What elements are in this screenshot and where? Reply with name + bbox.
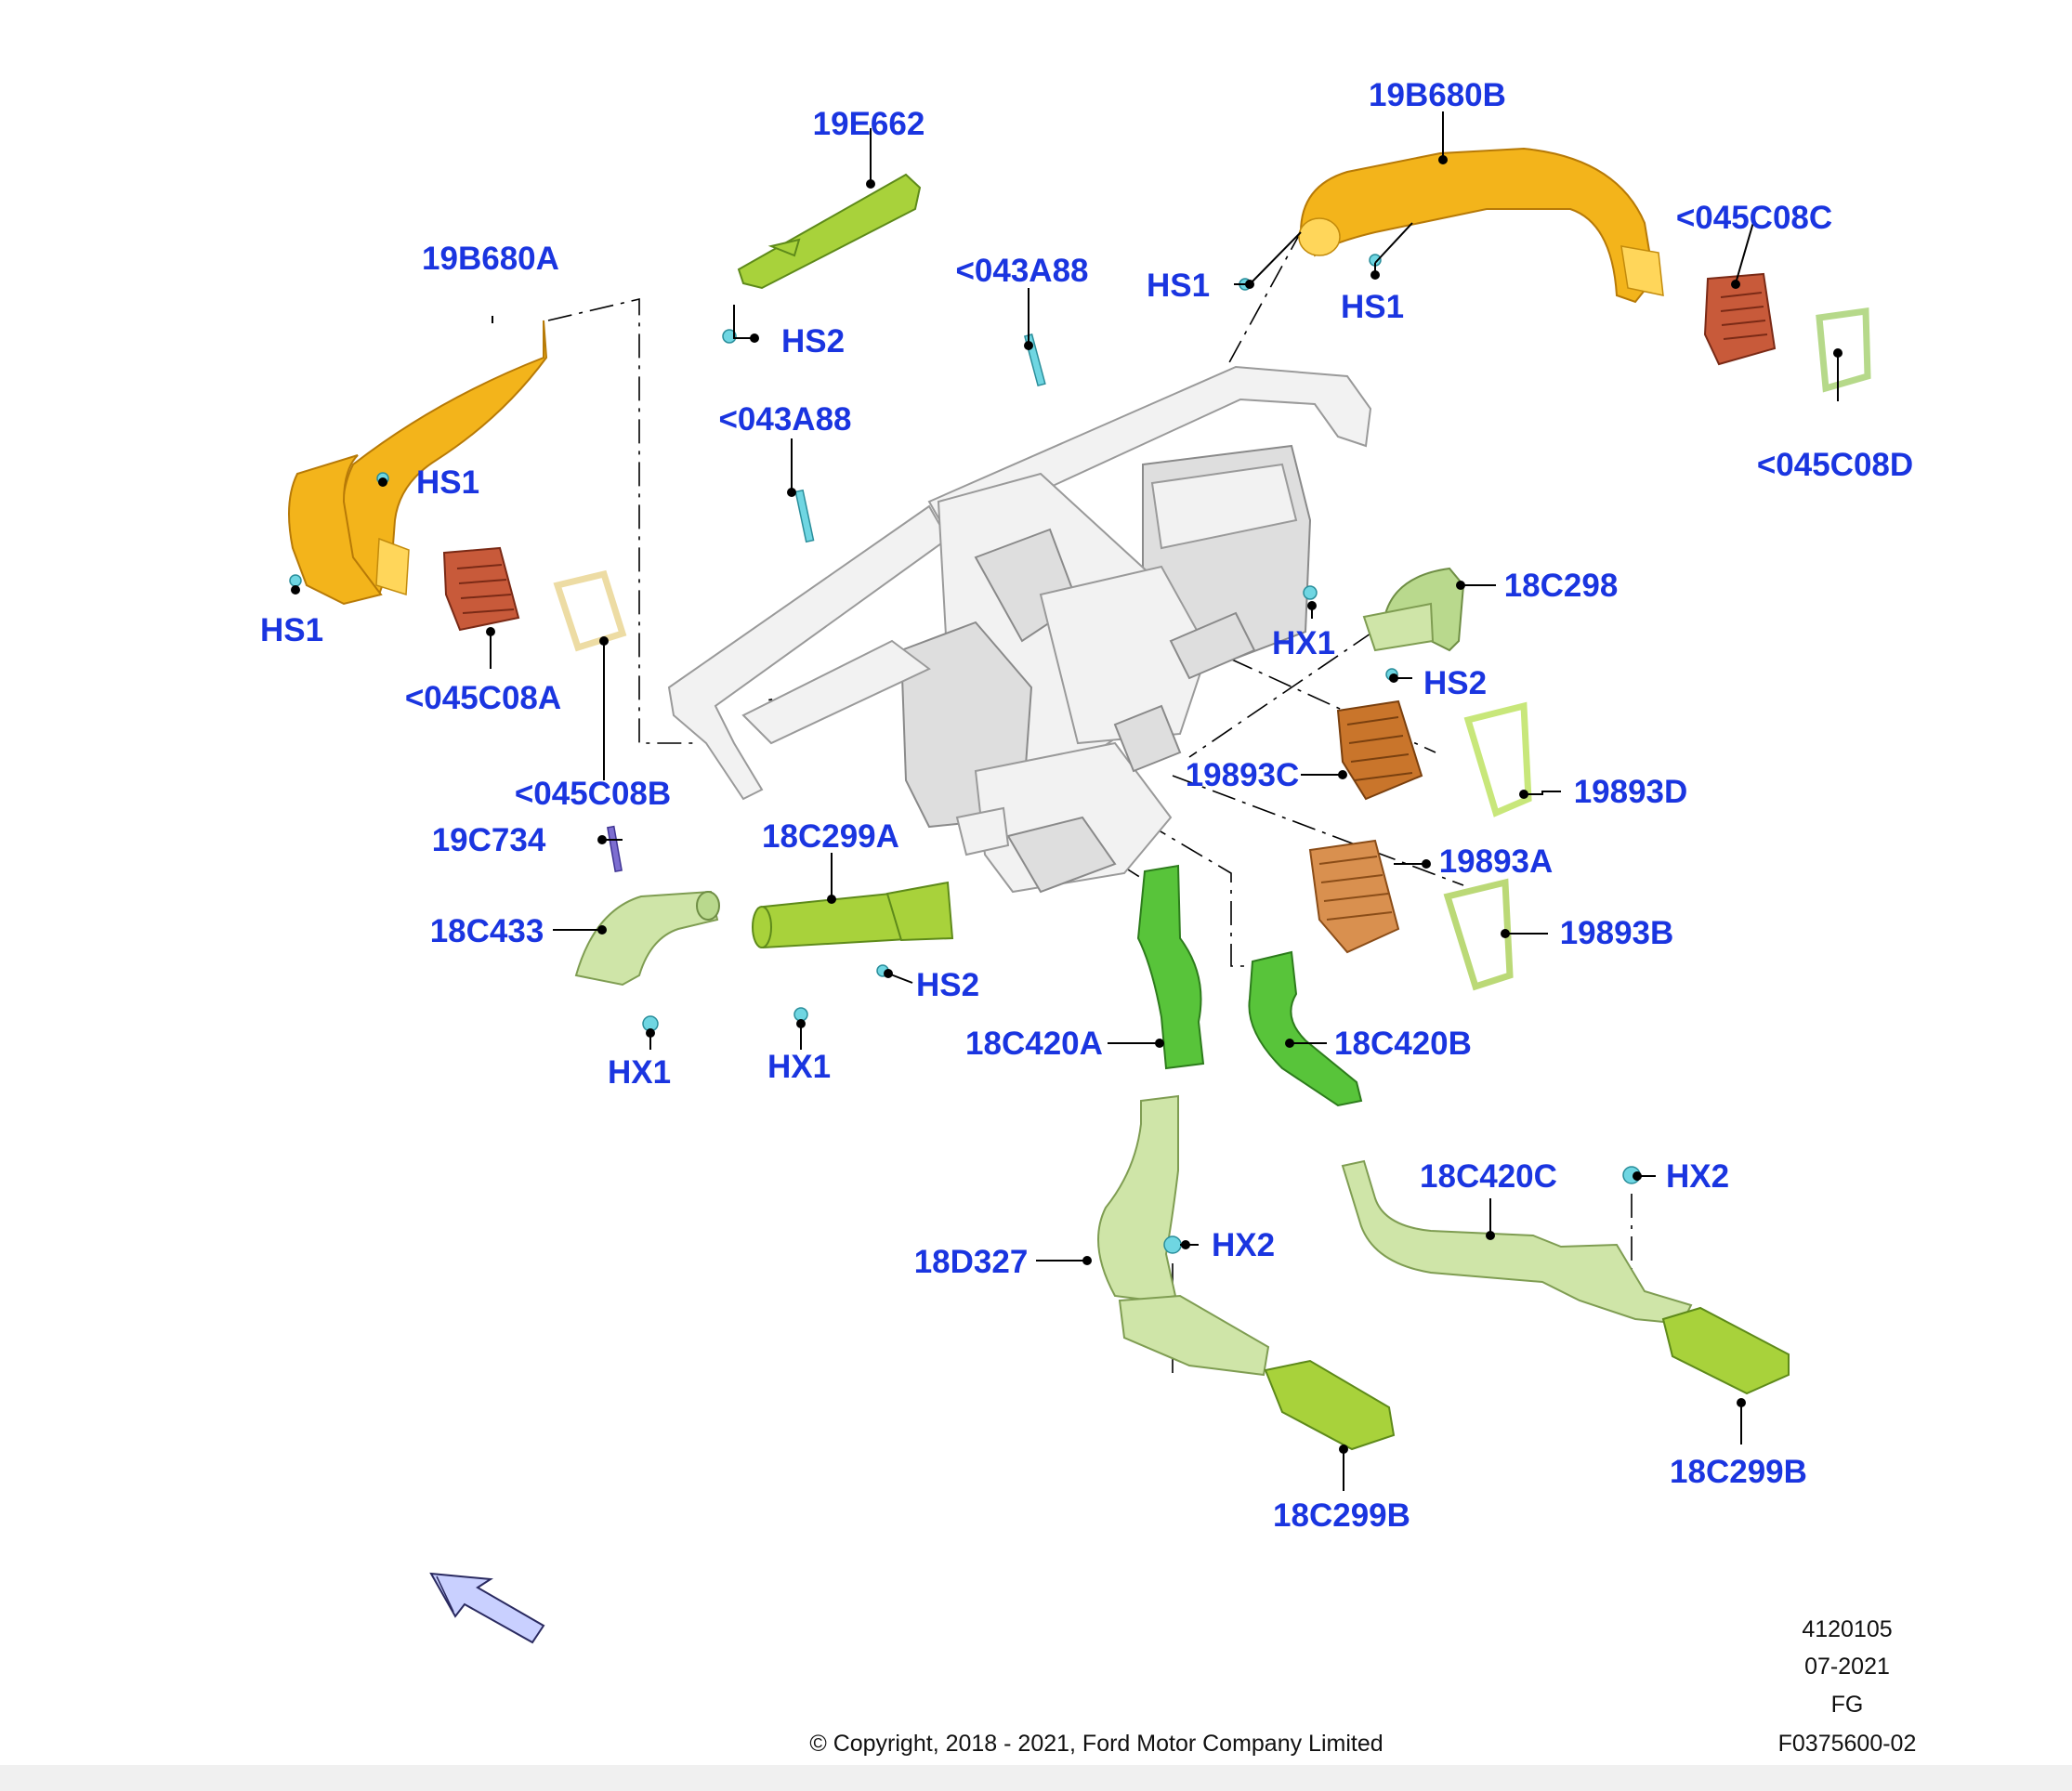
part-19893C-vent	[1336, 699, 1423, 801]
part-18C298	[1362, 567, 1465, 652]
part-18D327	[1097, 1094, 1270, 1377]
figure-number: F0375600-02	[1778, 1731, 1917, 1757]
part-18C433	[574, 890, 720, 987]
part-labels: 19E662 19B680B <045C08C <045C08D 19B680A…	[260, 77, 1913, 1534]
label-18C420B: 18C420B	[1334, 1026, 1472, 1062]
label-18C299B-left: 18C299B	[1273, 1497, 1410, 1534]
footer: © Copyright, 2018 - 2021, Ford Motor Com…	[809, 1616, 1916, 1757]
vehicle-forward-arrow-icon	[429, 1572, 545, 1644]
label-HX1-right: HX1	[1272, 625, 1335, 661]
catalog-code: 4120105	[1802, 1616, 1892, 1642]
bottom-bar	[0, 1765, 2072, 1791]
screw-icon	[794, 489, 815, 543]
label-HS1-top-b: HS1	[1341, 289, 1404, 325]
label-HS1-left-b: HS1	[260, 612, 323, 648]
label-045C08B: <045C08B	[515, 776, 671, 812]
label-HX2-mid: HX2	[1212, 1227, 1275, 1263]
label-HX1-low-a: HX1	[608, 1054, 671, 1091]
part-18C299A	[752, 881, 954, 949]
label-18C298: 18C298	[1504, 568, 1619, 604]
part-045C08C-vent	[1703, 272, 1777, 366]
part-19B680B	[1298, 147, 1664, 304]
part-19B680A	[288, 320, 548, 606]
label-HX1-low-b: HX1	[767, 1049, 831, 1085]
clip-icon	[1163, 1235, 1182, 1254]
label-HS1-top-a: HS1	[1147, 268, 1210, 304]
hvac-dash-assembly	[667, 365, 1372, 894]
label-045C08A: <045C08A	[405, 680, 561, 716]
label-043A88-top: <043A88	[955, 253, 1088, 289]
label-HS2-low: HS2	[916, 967, 979, 1003]
clip-icon	[289, 574, 302, 587]
part-19893A-vent	[1308, 839, 1400, 954]
part-045C08A-vent	[442, 546, 520, 632]
clip-icon	[722, 329, 737, 344]
label-18C420C: 18C420C	[1420, 1158, 1557, 1195]
part-18C299B-left	[1264, 1359, 1396, 1451]
label-19893C: 19893C	[1186, 757, 1300, 793]
label-19893D: 19893D	[1574, 774, 1688, 810]
label-18C299A: 18C299A	[762, 818, 899, 855]
label-HS2-right: HS2	[1423, 665, 1487, 701]
part-19893D-bezel	[1463, 701, 1532, 817]
label-19B680B: 19B680B	[1369, 77, 1506, 113]
label-HX2-right: HX2	[1666, 1158, 1729, 1195]
part-045C08D-bezel	[1816, 307, 1871, 393]
label-19893A: 19893A	[1439, 843, 1554, 880]
part-19E662	[737, 173, 922, 290]
clip-icon	[793, 1007, 808, 1022]
label-19E662: 19E662	[813, 106, 925, 142]
label-18C299B-right: 18C299B	[1670, 1454, 1807, 1490]
label-19893B: 19893B	[1560, 915, 1674, 951]
leader-dots	[291, 155, 1843, 1454]
region-code: FG	[1831, 1692, 1864, 1718]
label-HS1-left-a: HS1	[416, 464, 479, 501]
sensor-icon	[607, 825, 623, 873]
part-18C420C	[1341, 1159, 1693, 1326]
clip-icon	[1303, 585, 1318, 600]
label-19C734: 19C734	[432, 822, 546, 858]
date-code: 07-2021	[1804, 1654, 1890, 1680]
label-19B680A: 19B680A	[422, 241, 559, 277]
copyright-text: © Copyright, 2018 - 2021, Ford Motor Com…	[809, 1731, 1383, 1757]
part-18C420B	[1248, 950, 1363, 1107]
label-18C433: 18C433	[430, 913, 544, 949]
label-18C420A: 18C420A	[965, 1026, 1103, 1062]
label-045C08C: <045C08C	[1676, 200, 1832, 236]
part-18C299B-right	[1661, 1306, 1790, 1395]
label-045C08D: <045C08D	[1757, 447, 1913, 483]
label-18D327: 18D327	[914, 1244, 1029, 1280]
part-19893B-bezel	[1443, 878, 1514, 991]
part-18C420A	[1136, 864, 1205, 1070]
label-043A88-mid: <043A88	[718, 401, 851, 438]
label-HS2-top: HS2	[781, 323, 845, 360]
part-045C08B-bezel	[553, 569, 627, 652]
